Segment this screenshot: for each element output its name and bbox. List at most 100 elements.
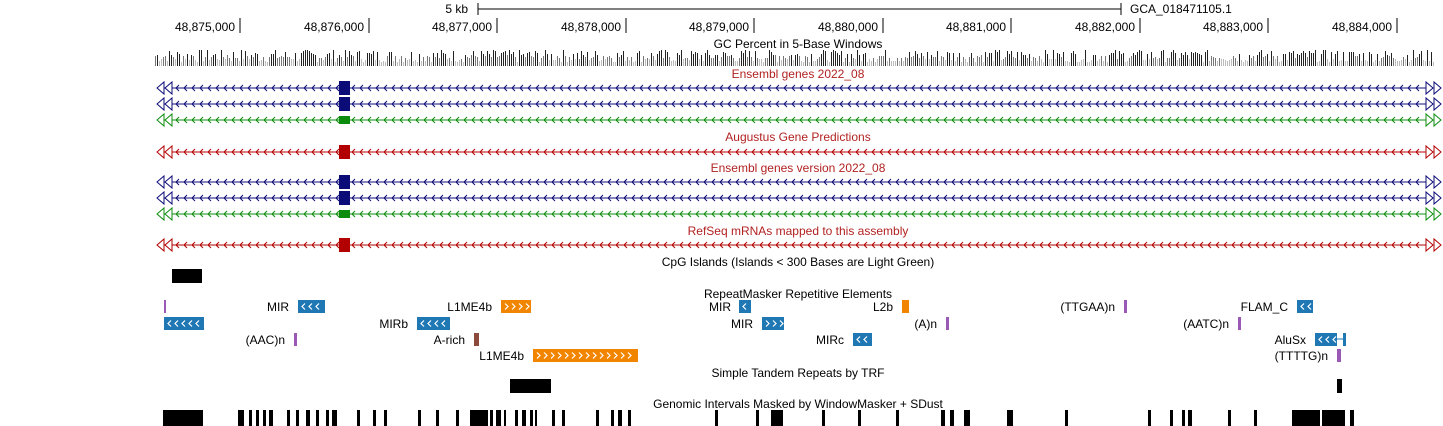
windowmasker-track[interactable]: Genomic Intervals Masked by WindowMasker… (163, 397, 1354, 426)
masked-interval[interactable] (249, 410, 252, 426)
masked-interval[interactable] (1292, 410, 1320, 426)
gene-exon[interactable] (339, 238, 350, 252)
masked-interval[interactable] (858, 410, 861, 426)
masked-interval[interactable] (515, 410, 518, 426)
masked-interval[interactable] (357, 410, 360, 426)
masked-interval[interactable] (596, 410, 599, 426)
repeat-element[interactable]: MIR (709, 300, 751, 314)
gene-exon[interactable] (339, 81, 350, 95)
masked-interval[interactable] (628, 410, 631, 426)
masked-interval[interactable] (1065, 410, 1068, 426)
gene-model[interactable] (156, 237, 1442, 253)
gene-model[interactable] (156, 80, 1442, 96)
masked-interval[interactable] (163, 410, 203, 426)
masked-interval[interactable] (618, 410, 622, 426)
gene-exon[interactable] (339, 116, 350, 124)
masked-interval[interactable] (1322, 410, 1345, 426)
masked-interval[interactable] (715, 410, 718, 426)
gc-percent-track[interactable]: GC Percent in 5-Base Windows (155, 37, 1434, 66)
repeat-element[interactable]: (TTGAA)n (1060, 300, 1127, 314)
masked-interval[interactable] (611, 410, 614, 426)
masked-interval[interactable] (1170, 410, 1173, 426)
trf-feature[interactable] (510, 379, 551, 393)
ruler-tick-label: 48,882,000 (1075, 20, 1135, 34)
cpg-islands-track[interactable]: CpG Islands (Islands < 300 Bases are Lig… (172, 255, 934, 283)
repeat-element[interactable]: (A)n (914, 317, 949, 331)
gene-exon[interactable] (339, 145, 350, 159)
repeat-element[interactable]: (AATC)n (1183, 317, 1241, 331)
masked-interval[interactable] (263, 410, 266, 426)
masked-interval[interactable] (771, 410, 783, 426)
repeat-element[interactable]: MIR (731, 317, 784, 331)
trf-title: Simple Tandem Repeats by TRF (712, 366, 885, 380)
gene-end-arrow (164, 237, 173, 253)
masked-interval[interactable] (1182, 410, 1185, 426)
masked-interval[interactable] (296, 410, 299, 426)
trf-track[interactable]: Simple Tandem Repeats by TRF (510, 366, 1342, 393)
masked-interval[interactable] (326, 410, 329, 426)
masked-interval[interactable] (418, 410, 421, 426)
masked-interval[interactable] (522, 410, 526, 426)
repeat-element[interactable]: AluSx (1275, 333, 1337, 347)
masked-interval[interactable] (552, 410, 555, 426)
masked-interval[interactable] (496, 410, 501, 426)
masked-interval[interactable] (306, 410, 310, 426)
repeat-element[interactable]: FLAM_C (1241, 300, 1313, 314)
masked-interval[interactable] (436, 410, 439, 426)
cpg-island-feature[interactable] (172, 269, 202, 283)
gene-exon[interactable] (339, 210, 350, 218)
gene-exon[interactable] (339, 97, 350, 111)
masked-interval[interactable] (1254, 410, 1257, 426)
masked-interval[interactable] (950, 410, 954, 426)
repeat-element[interactable]: L1ME4b (447, 300, 531, 314)
masked-interval[interactable] (238, 410, 244, 426)
masked-interval[interactable] (316, 410, 319, 426)
gene-model[interactable] (156, 190, 1442, 206)
masked-interval[interactable] (504, 410, 506, 426)
masked-interval[interactable] (941, 410, 945, 426)
gene-model[interactable] (156, 96, 1442, 112)
masked-interval[interactable] (756, 410, 759, 426)
gene-model[interactable] (156, 206, 1442, 222)
masked-interval[interactable] (896, 410, 899, 426)
masked-interval[interactable] (332, 410, 337, 426)
gene-exon[interactable] (339, 175, 350, 189)
repeat-element[interactable] (164, 317, 204, 330)
masked-interval[interactable] (964, 410, 970, 426)
gene-model[interactable] (156, 112, 1442, 128)
trf-feature[interactable] (1337, 379, 1342, 393)
repeat-element[interactable]: (AAC)n (246, 333, 297, 347)
gene-model[interactable] (156, 144, 1442, 160)
masked-interval[interactable] (1188, 410, 1192, 426)
masked-interval[interactable] (287, 410, 290, 426)
masked-interval[interactable] (373, 410, 376, 426)
repeat-element[interactable]: A-rich (434, 333, 479, 347)
repeat-element[interactable]: L2b (873, 300, 909, 314)
masked-interval[interactable] (822, 410, 825, 426)
masked-interval[interactable] (562, 410, 565, 426)
gene-model[interactable] (156, 174, 1442, 190)
masked-interval[interactable] (384, 410, 387, 426)
gene-exon[interactable] (339, 191, 350, 205)
masked-interval[interactable] (490, 410, 493, 426)
repeat-element[interactable]: L1ME4b (479, 349, 638, 363)
masked-interval[interactable] (1148, 410, 1151, 426)
repeat-element[interactable]: MIRb (379, 317, 450, 331)
gene-tracks[interactable]: Ensembl genes 2022_08 Augustus Gene Pred… (156, 67, 1442, 253)
repeat-element[interactable]: MIR (267, 300, 325, 314)
masked-interval[interactable] (1228, 410, 1231, 426)
repeat-element[interactable]: MIRc (816, 333, 872, 347)
masked-interval[interactable] (1350, 410, 1354, 426)
masked-interval[interactable] (1007, 410, 1013, 426)
masked-interval[interactable] (470, 410, 488, 426)
masked-interval[interactable] (256, 410, 259, 426)
masked-interval[interactable] (530, 410, 533, 426)
masked-interval[interactable] (269, 410, 273, 426)
masked-interval[interactable] (456, 410, 459, 426)
masked-interval[interactable] (535, 410, 537, 426)
repeat-element[interactable]: (TTTTG)n (1275, 349, 1341, 363)
